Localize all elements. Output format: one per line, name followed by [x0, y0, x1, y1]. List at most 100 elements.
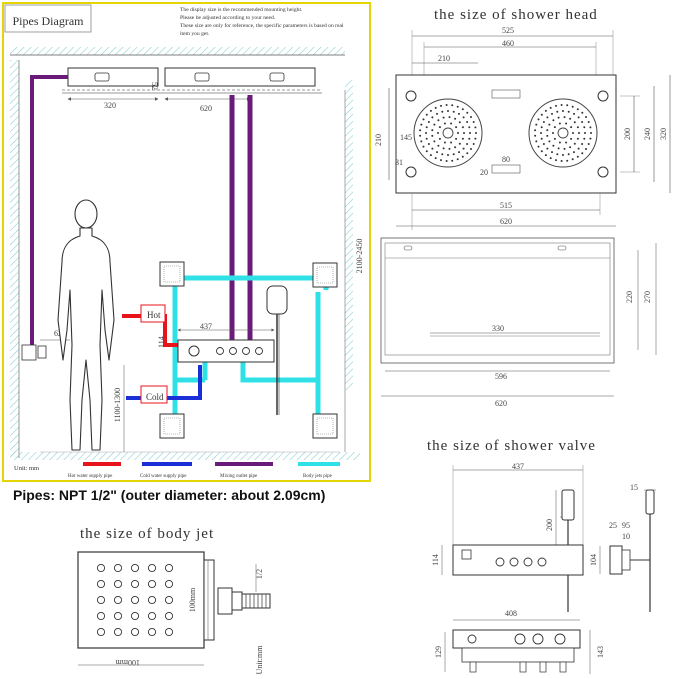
- legend-hot: Hot water supply pipe: [68, 474, 113, 479]
- nozzle-dot: [576, 126, 579, 129]
- dim-104: 104: [589, 554, 598, 566]
- nozzle-dot: [589, 126, 592, 129]
- dim-62: 62: [54, 329, 62, 338]
- nozzle-dot: [535, 140, 538, 143]
- legend-bodyjets-swatch: [298, 462, 340, 466]
- nozzle-dot: [560, 104, 563, 106]
- note-line-3: These size are only for reference, the s…: [180, 22, 344, 29]
- nozzle-dot: [576, 108, 579, 111]
- nozzle-dot: [562, 154, 564, 156]
- dim-100mm-h: 100mm: [115, 658, 140, 667]
- valve-body-front: [452, 544, 584, 576]
- nozzle-dot: [454, 117, 457, 120]
- nozzle-dot: [581, 143, 584, 145]
- nozzle-dot: [454, 146, 457, 149]
- nozzle-dot: [585, 148, 587, 150]
- rain-disc-right: [528, 98, 598, 168]
- cold-label: Cold: [146, 392, 164, 402]
- nozzle-dot: [451, 104, 454, 107]
- nozzle-dot: [441, 110, 444, 113]
- dim-620: 620: [500, 217, 512, 226]
- nozzle-dot: [438, 126, 441, 129]
- nozzle-dot: [474, 137, 477, 140]
- jet-nozzle: [130, 627, 140, 637]
- legend-mixing: Mixing outlet pipe: [220, 474, 258, 479]
- wall-hatch: [10, 60, 19, 458]
- dim-408: 408: [505, 609, 517, 618]
- nozzle-dot: [456, 158, 459, 161]
- nozzle-dot: [442, 147, 445, 150]
- right-wall-hatch: [345, 80, 353, 390]
- jet-nozzle: [147, 627, 157, 637]
- dim-596: 596: [495, 372, 507, 381]
- jet-nozzle: [164, 579, 174, 589]
- nozzle-dot: [425, 132, 427, 134]
- jet-nozzle: [113, 611, 123, 621]
- nozzle-dot: [447, 154, 449, 156]
- nozzle-dot: [437, 119, 440, 122]
- dim-210-top: 210: [438, 54, 450, 63]
- hot-label: Hot: [147, 310, 161, 320]
- nozzle-dot: [438, 137, 441, 140]
- body-jet-bottom-left: [159, 413, 185, 439]
- nozzle-dot: [540, 137, 543, 140]
- nozzle-dot: [425, 137, 428, 140]
- nozzle-dot: [420, 123, 423, 126]
- dim-330: 330: [492, 324, 504, 333]
- nozzle-dot: [566, 159, 569, 162]
- dim-52: 52: [150, 82, 159, 90]
- nozzle-dot: [571, 105, 574, 108]
- dim-240: 240: [643, 128, 652, 140]
- nozzle-dot: [461, 126, 464, 129]
- nozzle-dot: [431, 116, 434, 119]
- nozzle-dot: [450, 141, 453, 144]
- nozzle-dot: [553, 126, 556, 129]
- nozzle-dot: [436, 112, 438, 115]
- nozzle-dot: [458, 112, 460, 115]
- nozzle-dot: [448, 116, 451, 119]
- nozzle-dot: [440, 104, 442, 107]
- nozzle-dot: [468, 126, 471, 129]
- nozzle-dot: [448, 147, 451, 150]
- nozzle-dot: [552, 144, 555, 147]
- nozzle-dot: [419, 129, 422, 132]
- nozzle-dot: [461, 137, 464, 140]
- dim-437-valve: 437: [512, 462, 524, 471]
- nozzle-dot: [458, 142, 461, 145]
- nozzle-dot: [546, 147, 549, 150]
- body-jet-nozzles: [96, 563, 174, 637]
- body-jet-drawing: the size of body jet 100mm 1/2 100mm Uni…: [77, 526, 271, 674]
- nozzle-dot: [581, 152, 584, 155]
- jet-nozzle: [130, 611, 140, 621]
- nozzle-dot: [420, 140, 423, 143]
- cold-label-box: [140, 385, 168, 404]
- nozzle-dot: [463, 132, 465, 134]
- nozzle-dot: [563, 147, 566, 150]
- body-jet-title: the size of body jet: [80, 526, 214, 542]
- dim-25: 25: [609, 521, 617, 530]
- note-line-4: item you get.: [180, 31, 210, 37]
- nozzle-dot: [431, 134, 434, 137]
- dim-114: 114: [157, 336, 166, 348]
- jet-nozzle: [147, 563, 157, 573]
- nozzle-dot: [546, 129, 549, 132]
- dim-200: 200: [623, 128, 632, 140]
- shower-head-title: the size of shower head: [434, 7, 598, 23]
- nozzle-dot: [570, 137, 573, 140]
- pipes-diagram-title: Pipes Diagram: [13, 14, 85, 28]
- nozzle-dot: [537, 118, 540, 121]
- shower-head-drawing: the size of shower head 525 460 210 80 2…: [374, 7, 671, 408]
- dim-15: 15: [630, 483, 638, 492]
- dim-525: 525: [502, 26, 514, 35]
- nozzle-dot: [474, 126, 477, 129]
- nozzle-dot: [445, 104, 448, 106]
- nozzle-dot: [470, 116, 472, 118]
- pipes-note: Pipes: NPT 1/2" (outer diameter: about 2…: [13, 487, 326, 503]
- dim-31: 31: [395, 158, 403, 167]
- nozzle-dot: [466, 111, 469, 114]
- nozzle-dot: [544, 109, 547, 112]
- nozzle-dot: [456, 105, 459, 108]
- jet-nozzle: [147, 611, 157, 621]
- body-jets-pipe-right: [240, 292, 321, 383]
- nozzle-dot: [573, 151, 575, 154]
